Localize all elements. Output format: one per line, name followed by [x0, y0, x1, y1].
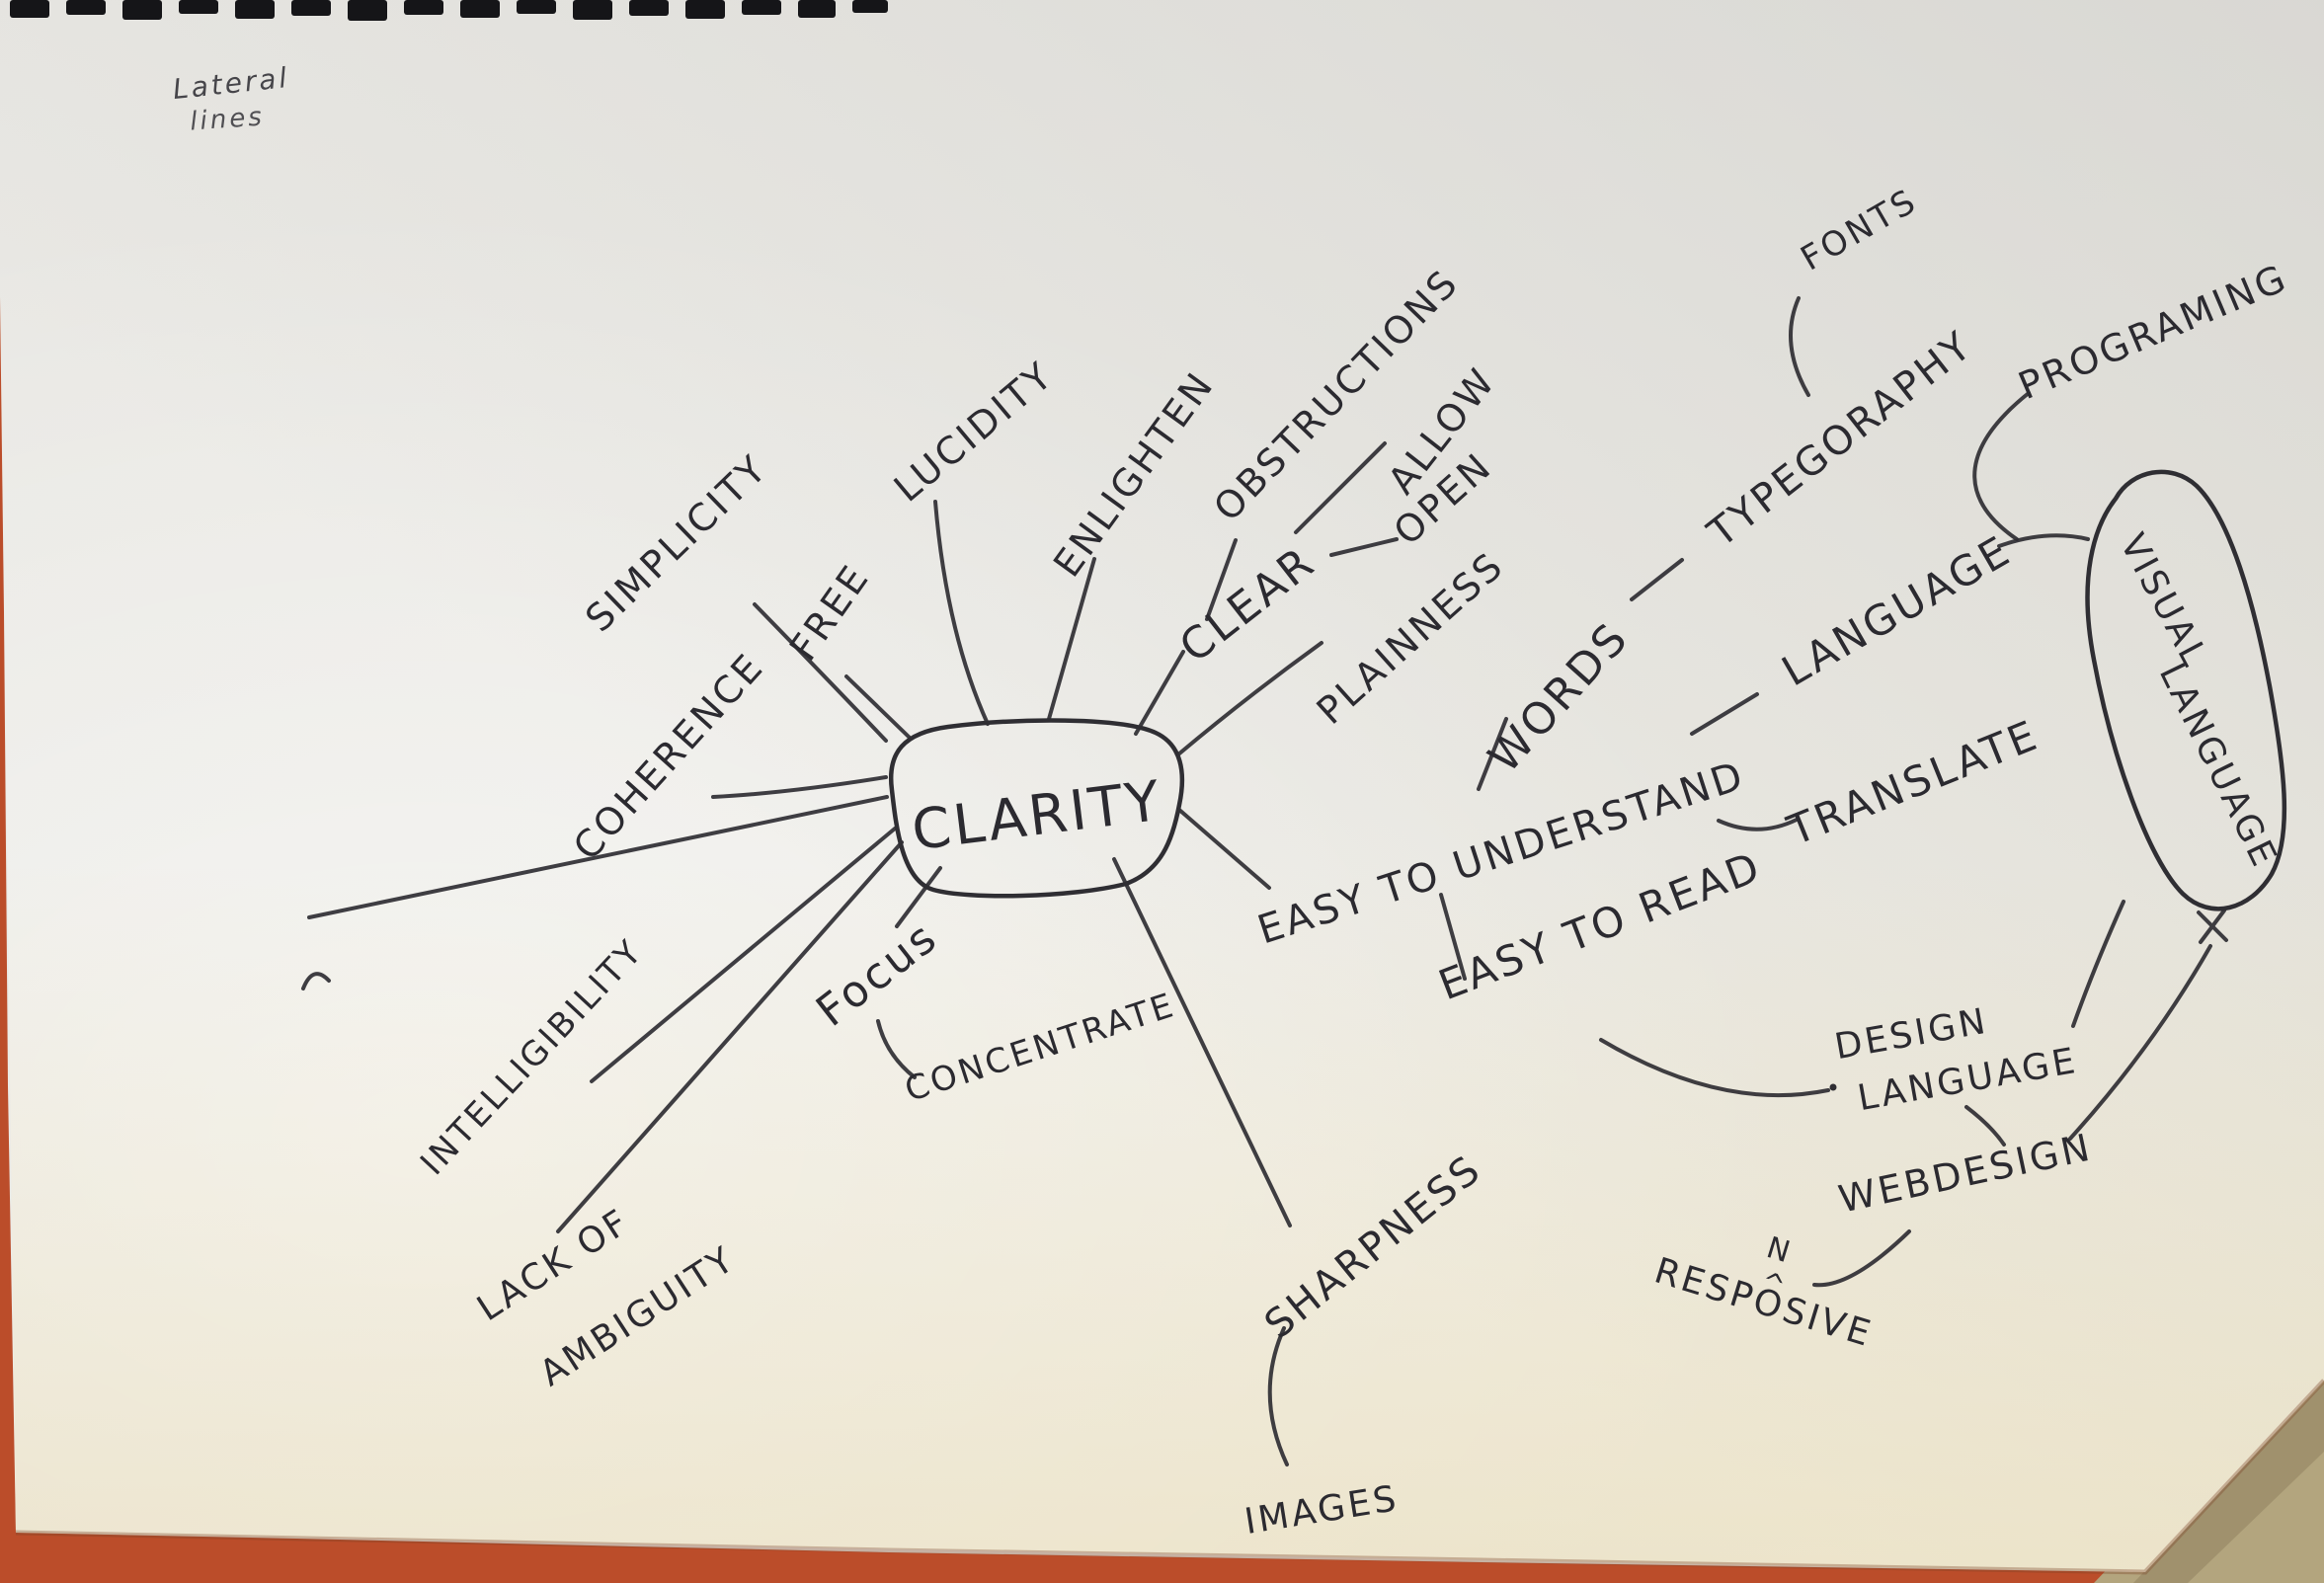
binding-tab — [10, 0, 49, 18]
edge-easy-language — [1690, 692, 1759, 736]
edge-clarity-coherence — [711, 775, 888, 799]
binding-tab — [235, 0, 275, 19]
page-bottom-edge-shadow — [15, 1379, 2324, 1575]
edge-typegoraphy-fonts — [1789, 296, 1810, 397]
edge-clarity-plainness — [1176, 641, 1323, 756]
stray-hook-mark — [301, 972, 331, 990]
edge-words-typegoraphy — [1630, 558, 1684, 601]
edge-clarity-sharpness — [1112, 857, 1292, 1227]
edge-easy-easyread — [1439, 893, 1467, 981]
binding-tab — [573, 0, 612, 20]
edge-clear-open — [1329, 537, 1399, 557]
binding-tab — [852, 0, 888, 13]
edge-language-programing — [1972, 391, 2031, 541]
edge-sharpness-images — [1267, 1326, 1289, 1466]
edge-language-visualblob — [1997, 533, 2090, 548]
binding-tab — [122, 0, 162, 20]
binding-tab — [742, 0, 781, 15]
binding-tab — [179, 0, 218, 14]
binding-tab — [517, 0, 556, 14]
binding-tab — [348, 0, 387, 21]
edge-clarity-lucidity — [933, 500, 990, 726]
edge-clarity-enlighten — [1047, 557, 1096, 721]
edge-clarity-lackof — [556, 840, 904, 1233]
edge-clarity-free — [844, 674, 912, 740]
edge-clarity-clear — [1134, 650, 1185, 736]
binding-tabs — [10, 0, 888, 21]
edge-clarity-focus — [895, 866, 942, 928]
edge-clear-obstructions — [1205, 538, 1238, 621]
binding-tab — [66, 0, 106, 15]
edge-webdesign-responsive — [1812, 1229, 1911, 1288]
edge-easyread-designlanguage — [1599, 1038, 1830, 1098]
binding-tab — [629, 0, 669, 16]
edge-clarity-left-long — [307, 795, 889, 919]
edge-focus-concentrate — [876, 1019, 917, 1079]
edge-clear-allow — [1294, 441, 1387, 534]
edge-clarity-simplicity — [753, 602, 888, 743]
binding-tab — [685, 0, 725, 19]
edge-visualblob-designlanguage — [2071, 900, 2125, 1028]
binding-tab — [291, 0, 331, 16]
edge-dot — [1829, 1083, 1837, 1091]
edge-easy-words — [1477, 717, 1508, 791]
visual-language-node-outline — [2085, 469, 2287, 911]
edge-designlanguage-webdesign — [1964, 1105, 2006, 1147]
mindmap-edges — [301, 296, 2228, 1466]
edge-clarity-easy — [1177, 808, 1271, 890]
binding-tab — [460, 0, 500, 18]
note-line-2: lines — [189, 102, 265, 136]
binding-tab — [798, 0, 836, 18]
edge-visualblob-webdesign — [2068, 944, 2212, 1141]
edge-easy-translate — [1717, 818, 1799, 831]
edge-clarity-intelligibility — [590, 827, 897, 1083]
x-mark — [2197, 909, 2228, 944]
binding-tab — [404, 0, 443, 15]
clarity-node-outline — [888, 718, 1185, 899]
